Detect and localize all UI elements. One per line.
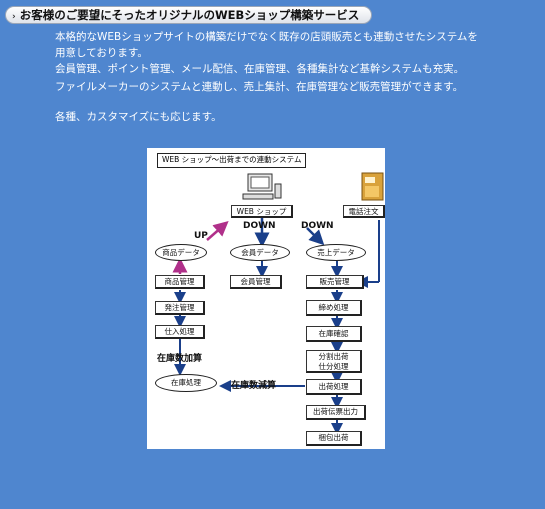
product-data-ellipse: 商品データ (155, 244, 207, 261)
order-mgmt-box: 発注管理 (155, 301, 205, 315)
stock-check-box: 在庫確認 (306, 326, 362, 342)
stock-process-ellipse: 在庫処理 (155, 374, 217, 392)
closing-box: 締め処理 (306, 300, 362, 316)
paragraph-line: 本格的なWEBショップサイトの構築だけでなく既存の店頭販売とも連動させたシステム… (55, 31, 478, 43)
member-mgmt-box: 会員管理 (230, 275, 282, 289)
sales-mgmt-box: 販売管理 (306, 275, 364, 289)
diagram-title: WEB ショップ～出荷までの連動システム (157, 153, 307, 168)
system-flow-diagram: WEB ショップ～出荷までの連動システム WEB ショップ 電話注文 UP DO… (147, 148, 385, 449)
paragraph-line: 用意しております。 (55, 47, 148, 59)
packing-box: 梱包出荷 (306, 431, 362, 446)
stock-sub-label: 在庫数減算 (231, 381, 277, 391)
bullet-icon: › (12, 12, 16, 22)
split-ship-line: 仕分処理 (318, 362, 349, 371)
split-ship-line: 分割出荷 (318, 352, 349, 361)
stock-add-label: 在庫数加算 (157, 354, 203, 364)
shipping-box: 出荷処理 (306, 379, 362, 395)
up-label: UP (194, 231, 208, 241)
computer-icon (242, 173, 282, 200)
product-mgmt-box: 商品管理 (155, 275, 205, 289)
paragraph-line: ファイルメーカーのシステムと連動し、売上集計、在庫管理など販売管理ができます。 (55, 81, 464, 93)
down-label: DOWN (301, 221, 334, 231)
sales-data-ellipse: 売上データ (306, 244, 366, 261)
phone-order-box: 電話注文 (343, 205, 385, 218)
heading-text: お客様のご要望にそったオリジナルのWEBショップ構築サービス (19, 8, 360, 22)
purchase-box: 仕入処理 (155, 325, 205, 339)
phone-icon (361, 172, 384, 201)
web-shop-box: WEB ショップ (231, 205, 293, 218)
diagram-arrows (172, 172, 384, 435)
description: 本格的なWEBショップサイトの構築だけでなく既存の店頭販売とも連動させたシステム… (55, 29, 525, 125)
down-label: DOWN (243, 221, 276, 231)
slip-output-box: 出荷伝票出力 (306, 405, 366, 420)
section-heading: ›お客様のご要望にそったオリジナルのWEBショップ構築サービス (5, 6, 372, 24)
paragraph-line: 会員管理、ポイント管理、メール配信、在庫管理、各種集計など基幹システムも充実。 (55, 63, 465, 75)
member-data-ellipse: 会員データ (230, 244, 290, 261)
paragraph-line: 各種、カスタマイズにも応じます。 (55, 111, 222, 123)
split-ship-box: 分割出荷 仕分処理 (306, 350, 362, 373)
